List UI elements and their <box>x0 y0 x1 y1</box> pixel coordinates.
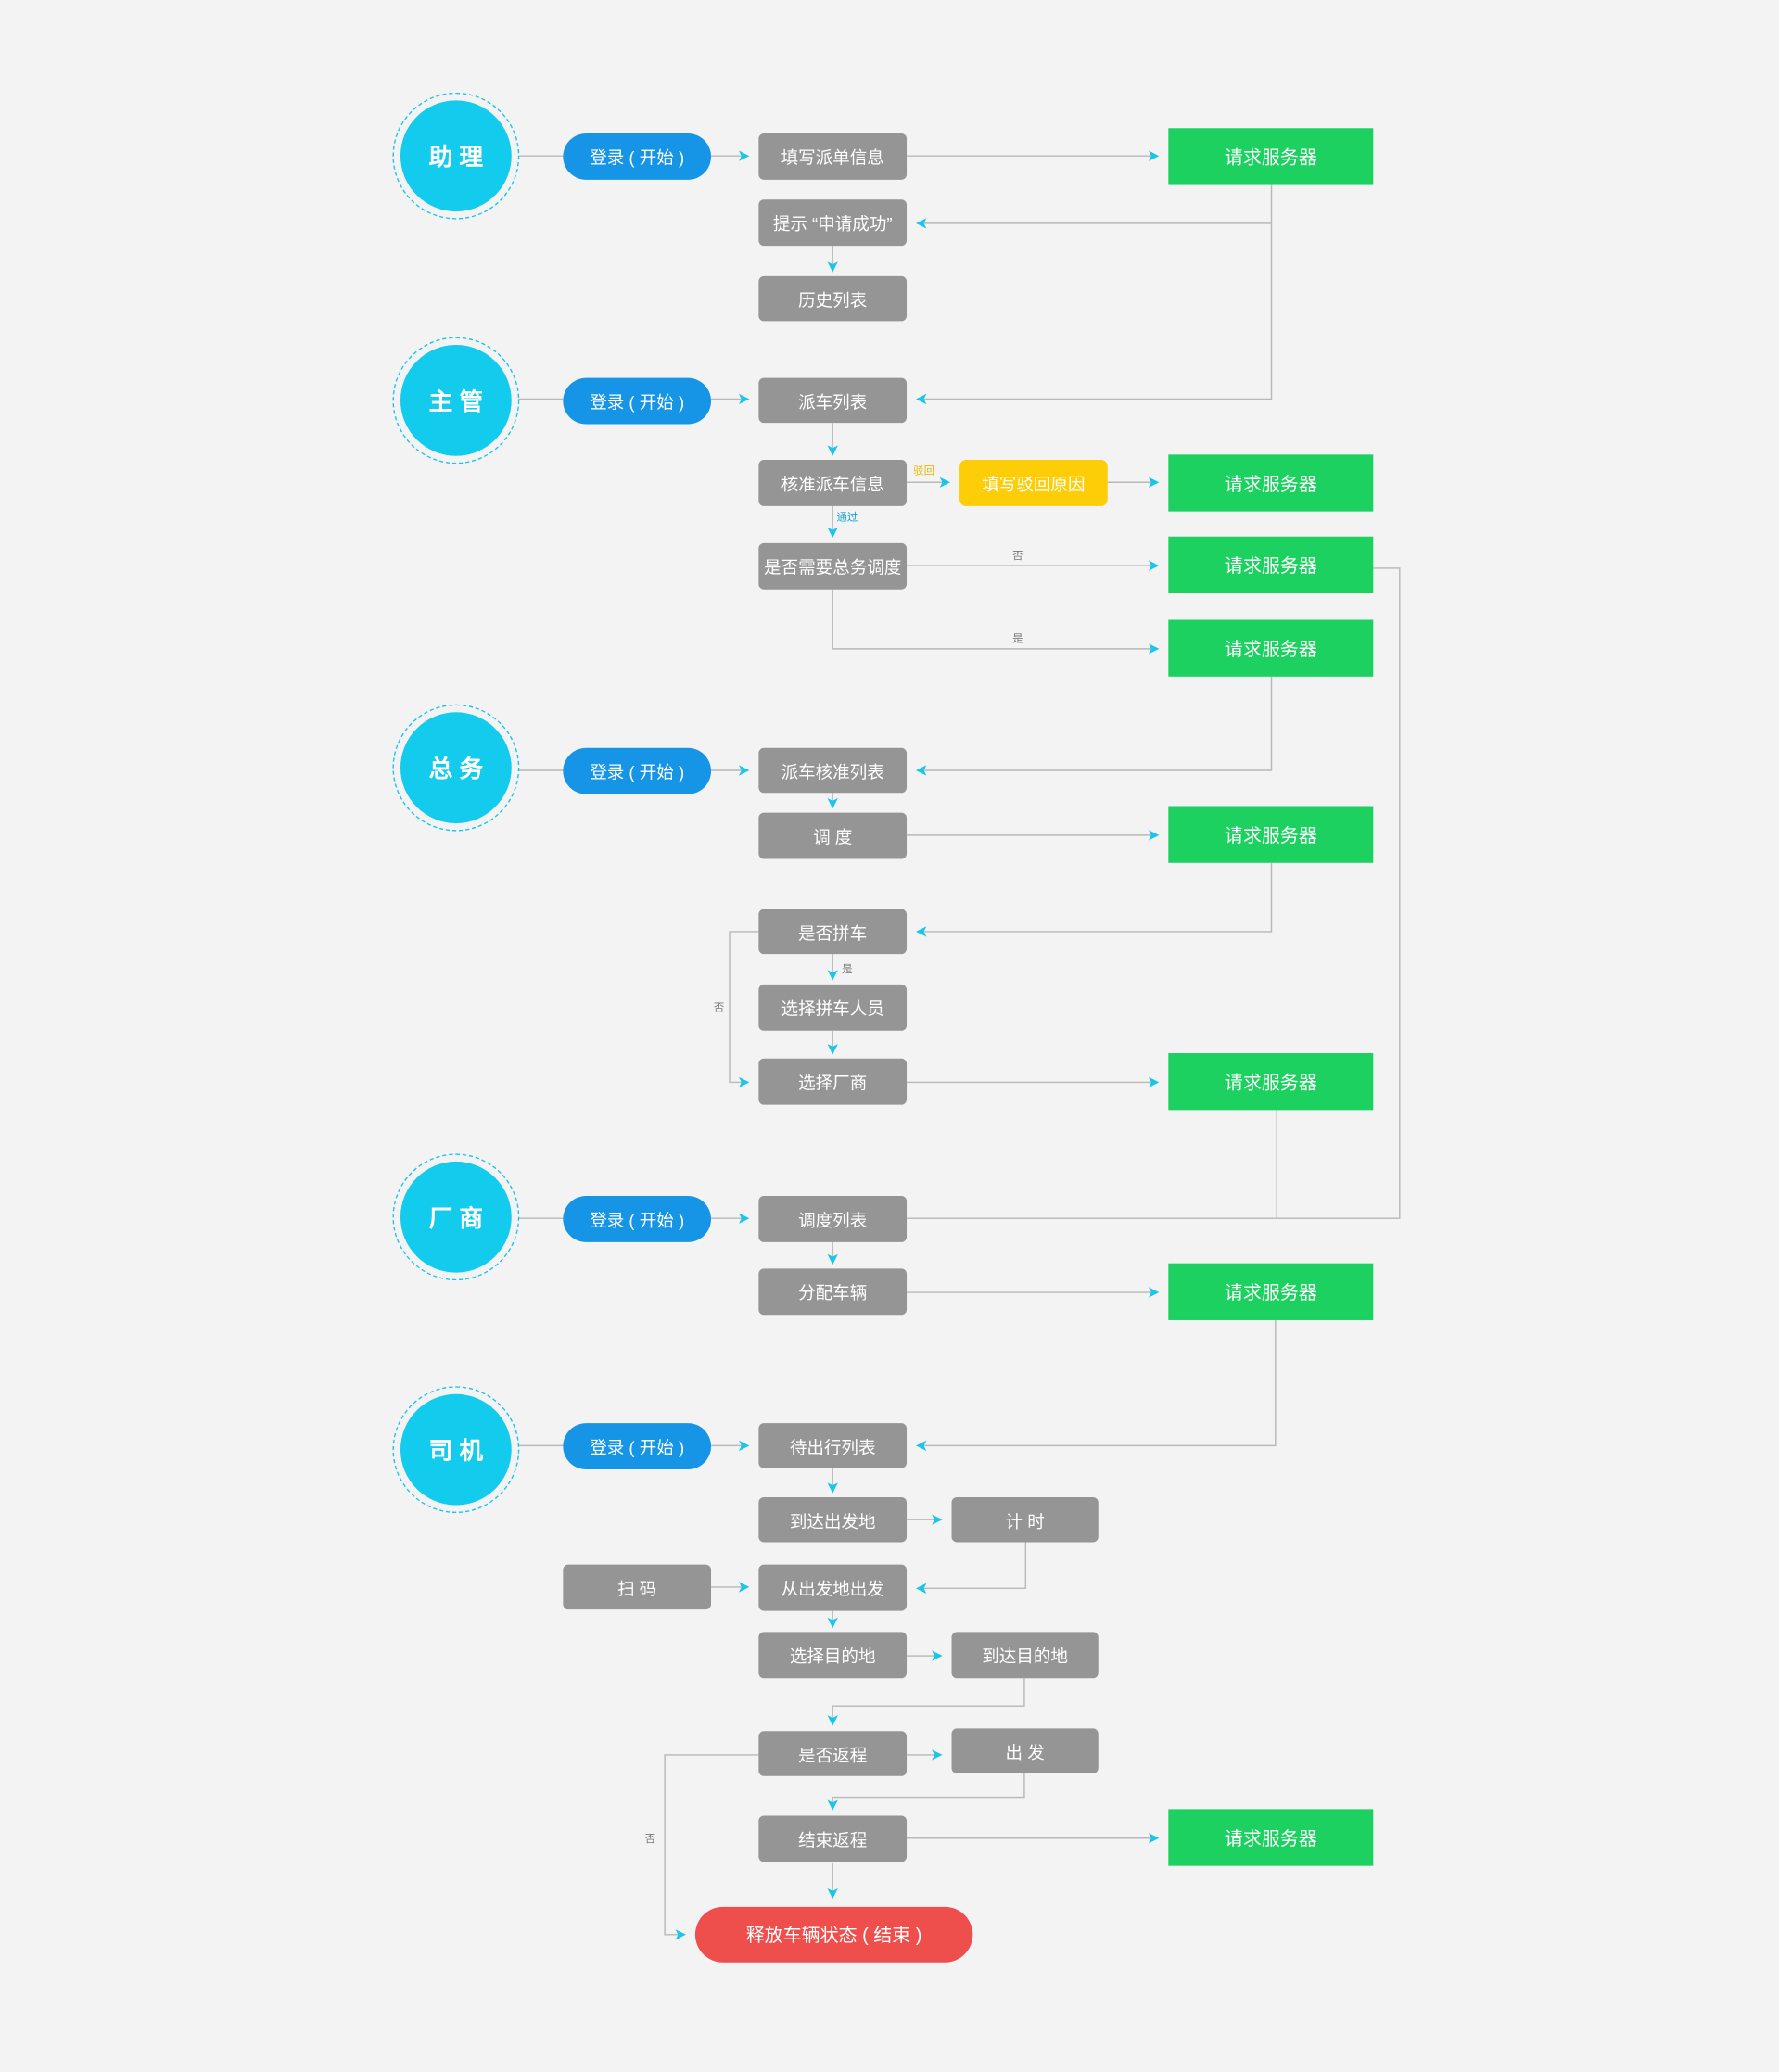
step-history-list: 历史列表 <box>758 275 908 322</box>
step-return-question: 是否返程 <box>758 1731 908 1776</box>
edge-label-pass: 通过 <box>836 511 858 524</box>
step-assign-vehicle: 分配车辆 <box>758 1268 908 1316</box>
step-pending-trips: 待出行列表 <box>758 1423 908 1468</box>
step-fill-dispatch: 填写派单信息 <box>758 133 908 180</box>
step-select-carpool: 选择拼车人员 <box>758 984 908 1031</box>
server-request-7: 请求服务器 <box>1168 1263 1374 1320</box>
login-driver: 登录 ( 开始 ) <box>563 1423 712 1470</box>
server-request-3: 请求服务器 <box>1168 536 1374 594</box>
role-supervisor: 主 管 <box>392 337 520 464</box>
step-carpool-question: 是否拼车 <box>758 909 908 955</box>
step-arrive-destination: 到达目的地 <box>951 1632 1099 1679</box>
step-end-return: 结束返程 <box>758 1815 908 1862</box>
step-schedule: 调 度 <box>758 812 908 859</box>
edge-label-yes-ga: 是 <box>1012 632 1023 645</box>
edge-label-no-return: 否 <box>644 1833 656 1845</box>
server-request-2: 请求服务器 <box>1168 454 1374 512</box>
server-request-6: 请求服务器 <box>1168 1053 1374 1111</box>
step-timer: 计 时 <box>951 1496 1099 1543</box>
end-release-vehicle: 释放车辆状态 ( 结束 ) <box>694 1906 973 1963</box>
step-schedule-list: 调度列表 <box>758 1195 908 1242</box>
step-scan-code: 扫 码 <box>563 1564 712 1610</box>
login-supervisor: 登录 ( 开始 ) <box>563 377 712 425</box>
step-approved-list: 派车核准列表 <box>758 747 908 794</box>
server-request-4: 请求服务器 <box>1168 619 1374 677</box>
edge-label-yes-carpool: 是 <box>842 963 853 975</box>
edge-label-reject: 驳回 <box>913 464 934 477</box>
edge-label-no-carpool: 否 <box>713 1001 725 1014</box>
step-prompt-success: 提示 “申请成功” <box>758 199 908 247</box>
role-general-affairs: 总 务 <box>392 704 520 832</box>
role-driver: 司 机 <box>392 1386 520 1514</box>
role-vendor: 厂 商 <box>392 1153 520 1281</box>
step-verify-dispatch: 核准派车信息 <box>758 460 908 506</box>
step-depart: 出 发 <box>951 1728 1099 1773</box>
server-request-1: 请求服务器 <box>1168 128 1374 185</box>
edge-label-no-ga: 否 <box>1012 549 1023 562</box>
role-assistant: 助 理 <box>392 92 520 220</box>
step-dispatch-list: 派车列表 <box>758 377 908 424</box>
login-general-affairs: 登录 ( 开始 ) <box>563 747 712 794</box>
step-need-ga-schedule: 是否需要总务调度 <box>758 542 908 590</box>
server-request-5: 请求服务器 <box>1168 806 1374 863</box>
step-select-vendor: 选择厂商 <box>758 1058 908 1105</box>
step-depart-origin: 从出发地出发 <box>758 1564 908 1611</box>
server-request-8: 请求服务器 <box>1168 1809 1374 1866</box>
step-select-destination: 选择目的地 <box>758 1632 908 1679</box>
login-assistant: 登录 ( 开始 ) <box>563 133 712 180</box>
login-vendor: 登录 ( 开始 ) <box>563 1195 712 1242</box>
step-fill-reject-reason: 填写驳回原因 <box>959 460 1108 506</box>
step-arrive-origin: 到达出发地 <box>758 1496 908 1543</box>
